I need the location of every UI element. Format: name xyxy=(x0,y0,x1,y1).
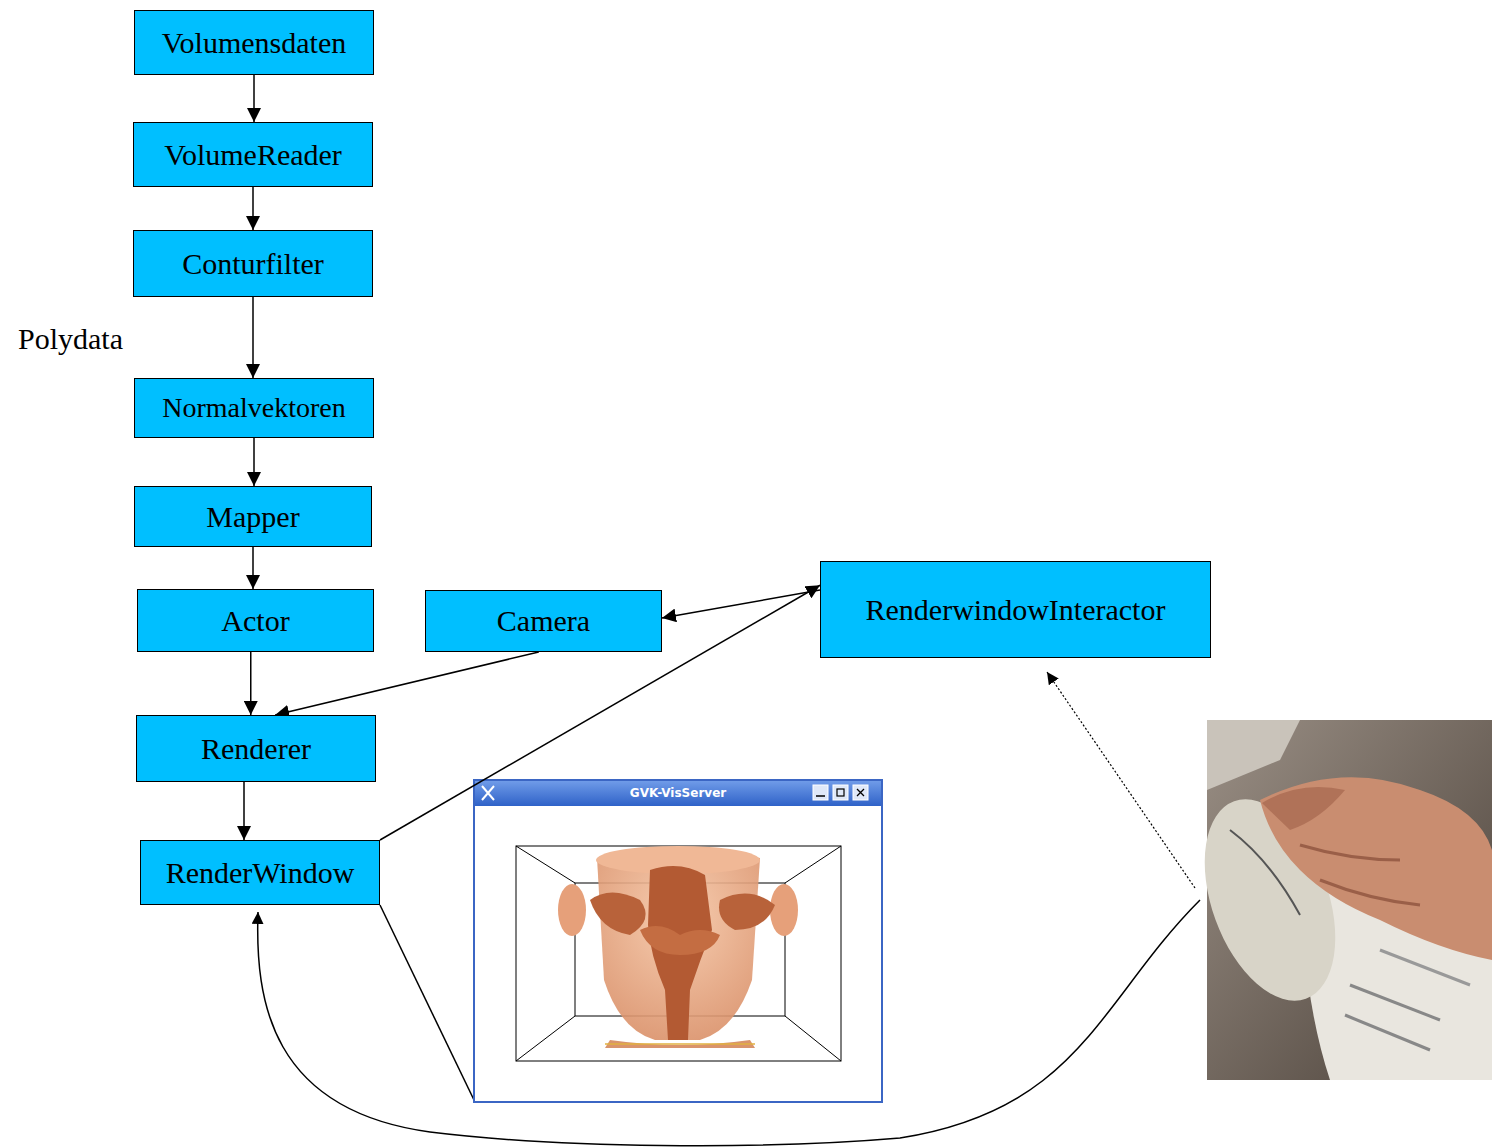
camera-box: Camera xyxy=(425,590,662,652)
box-label: Camera xyxy=(497,604,590,638)
data-type-label: Polydata xyxy=(18,322,123,356)
connector-arrow xyxy=(252,297,254,378)
box-label: VolumeReader xyxy=(164,138,342,172)
normals-box: Normalvektoren xyxy=(134,378,374,438)
box-label: Mapper xyxy=(206,500,299,534)
filter-box: Conturfilter xyxy=(133,230,373,297)
render-window-box: RenderWindow xyxy=(140,840,380,905)
connector-arrow xyxy=(380,585,820,840)
connector-arrow xyxy=(243,782,245,840)
connector-arrow xyxy=(252,547,254,589)
reader-box: VolumeReader xyxy=(133,122,373,187)
connector-arrow xyxy=(662,590,820,618)
box-label: Normalvektoren xyxy=(162,392,346,424)
mapper-box: Mapper xyxy=(134,486,372,547)
box-label: Actor xyxy=(221,604,289,638)
actor-box: Actor xyxy=(137,589,374,652)
feedback-curve xyxy=(258,900,1200,1146)
connector-arrow xyxy=(253,438,255,486)
connector-arrow xyxy=(253,75,255,122)
mouse-photo xyxy=(1180,720,1492,1080)
connector-arrow xyxy=(275,652,539,715)
renderer-box: Renderer xyxy=(136,715,376,782)
box-label: Renderer xyxy=(201,732,311,766)
input-arrow xyxy=(1047,672,1195,888)
connector-arrow xyxy=(252,187,254,230)
box-label: Volumensdaten xyxy=(162,26,346,60)
data-source-box: Volumensdaten xyxy=(134,10,374,75)
window-title: GVK-VisServer xyxy=(630,786,726,800)
interactor-box: RenderwindowInteractor xyxy=(820,561,1211,658)
zoom-line xyxy=(380,905,474,1100)
screenshot-window xyxy=(474,780,882,1102)
box-label: Conturfilter xyxy=(182,247,324,281)
box-label: RenderWindow xyxy=(166,856,355,890)
box-label: RenderwindowInteractor xyxy=(866,593,1166,627)
connector-arrow xyxy=(250,652,252,715)
